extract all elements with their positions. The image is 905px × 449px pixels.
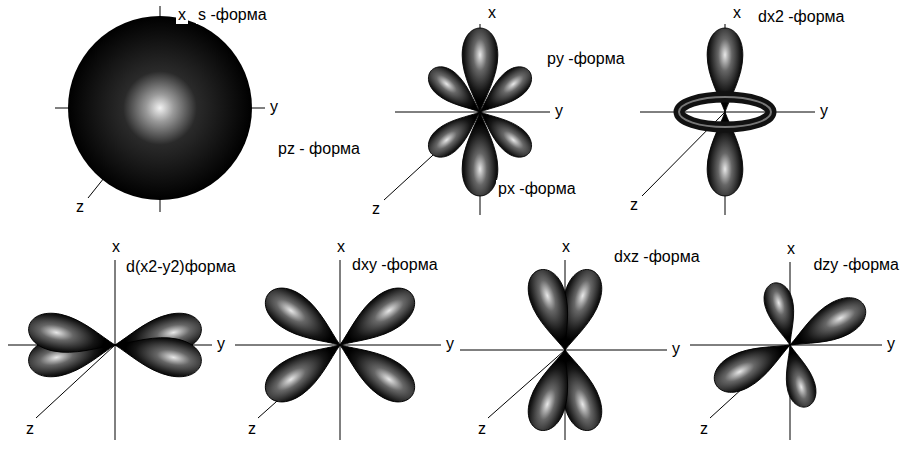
axis-label: y: [444, 335, 456, 353]
orbital-name: px -форма: [496, 180, 578, 198]
axis-label: z: [246, 420, 258, 438]
axis-label: x: [335, 238, 347, 256]
axis-label: y: [818, 102, 830, 120]
orbital-name: dx2 -форма: [756, 8, 846, 26]
axis-label: x: [110, 238, 122, 256]
axis-label: y: [215, 335, 227, 353]
axis-label: z: [370, 200, 382, 218]
orbital-name: dxy -форма: [350, 256, 440, 274]
axis-label: x: [486, 4, 498, 22]
orbital-name: py -форма: [545, 50, 627, 68]
axis-label: x: [785, 240, 797, 258]
axis-label: x: [731, 4, 743, 22]
axis-label: x: [176, 6, 188, 24]
axis-label: y: [670, 340, 682, 358]
orbital-name: pz - форма: [276, 140, 362, 158]
axis-label: y: [885, 335, 897, 353]
orbital-name: s -форма: [196, 6, 269, 24]
axis-label: x: [560, 238, 572, 256]
axis-label: y: [553, 102, 565, 120]
axis-label: y: [268, 98, 280, 116]
orbital-name: dxz -форма: [612, 248, 702, 266]
axis-label: z: [74, 198, 86, 216]
axis-label: z: [698, 420, 710, 438]
axis-label: z: [24, 420, 36, 438]
orbital-name: d(x2-y2)форма: [124, 258, 238, 276]
axis-label: z: [476, 420, 488, 438]
orbital-name: dzy -форма: [811, 256, 901, 274]
axis-label: z: [628, 196, 640, 214]
